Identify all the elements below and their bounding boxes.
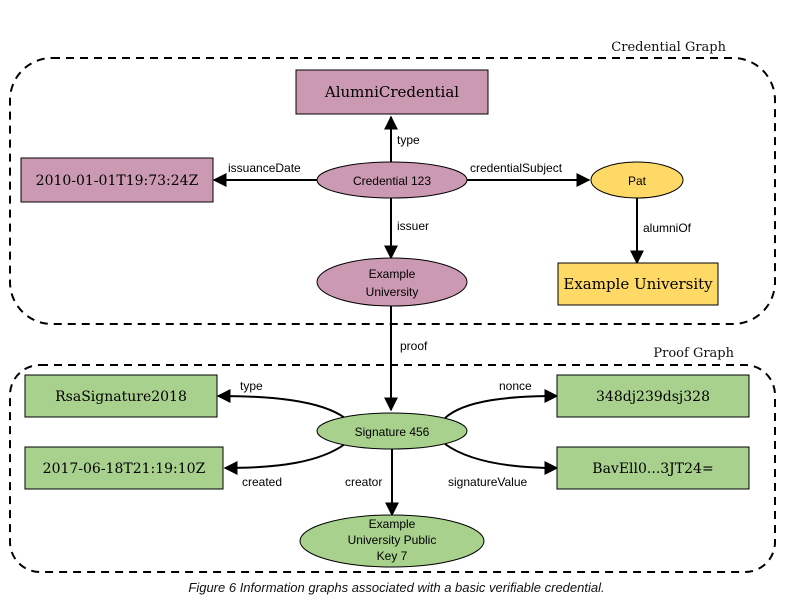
signature-value-text: BavEll0...3JT24= bbox=[592, 461, 713, 477]
creator-key-node bbox=[299, 514, 485, 568]
edge-signature-type-label: type bbox=[240, 379, 263, 393]
edge-issuance-date-label: issuanceDate bbox=[228, 161, 301, 175]
edge-alumni-of-label: alumniOf bbox=[643, 221, 692, 235]
signature-value-node bbox=[556, 446, 750, 490]
edge-creator-label: creator bbox=[345, 475, 382, 489]
created-node bbox=[24, 446, 224, 490]
issuance-date-node bbox=[20, 157, 214, 203]
alumni-credential-node bbox=[295, 69, 489, 115]
proof-graph-title: Proof Graph bbox=[653, 346, 734, 361]
credential-graph-title: Credential Graph bbox=[611, 40, 726, 55]
issuer-node bbox=[316, 257, 468, 307]
credential-node-label: Credential 123 bbox=[353, 174, 431, 188]
issuance-date-value: 2010-01-01T19:73:24Z bbox=[36, 173, 199, 189]
signature-type-node bbox=[24, 374, 218, 418]
edge-nonce-arrow bbox=[444, 389, 559, 419]
credential-node bbox=[316, 161, 468, 199]
signature-type-label: RsaSignature2018 bbox=[55, 389, 187, 405]
edge-credential-subject-label: credentialSubject bbox=[470, 161, 563, 175]
edge-type-label: type bbox=[397, 133, 420, 147]
creator-key-label-line2: University Public bbox=[348, 533, 437, 547]
pat-node bbox=[590, 161, 684, 199]
nonce-value: 348dj239dsj328 bbox=[596, 389, 710, 405]
nonce-node bbox=[556, 374, 750, 418]
issuer-node-label-line2: University bbox=[366, 285, 419, 299]
edge-nonce-label: nonce bbox=[499, 379, 532, 393]
edge-signature-value-label: signatureValue bbox=[448, 475, 527, 489]
signature-node bbox=[316, 412, 468, 450]
signature-node-label: Signature 456 bbox=[355, 425, 430, 439]
creator-key-label-line1: Example bbox=[369, 517, 416, 531]
creator-key-label-line3: Key 7 bbox=[377, 549, 408, 563]
figure-caption: Figure 6 Information graphs associated w… bbox=[188, 580, 605, 595]
edge-created-label: created bbox=[242, 475, 282, 489]
subject-university-node bbox=[557, 262, 719, 306]
edge-issuer-label: issuer bbox=[397, 219, 429, 233]
pat-node-label: Pat bbox=[628, 174, 647, 188]
credential-graph-container bbox=[9, 57, 776, 325]
alumni-credential-label: AlumniCredential bbox=[324, 83, 459, 101]
edge-signature-value-arrow bbox=[444, 443, 559, 475]
edge-proof-label: proof bbox=[400, 339, 428, 353]
edge-signature-type-arrow bbox=[216, 389, 346, 419]
subject-university-label: Example University bbox=[563, 275, 713, 293]
issuer-node-label-line1: Example bbox=[369, 267, 416, 281]
created-value: 2017-06-18T21:19:10Z bbox=[43, 461, 206, 477]
edge-created-arrow bbox=[223, 443, 346, 475]
proof-graph-container bbox=[9, 364, 776, 573]
